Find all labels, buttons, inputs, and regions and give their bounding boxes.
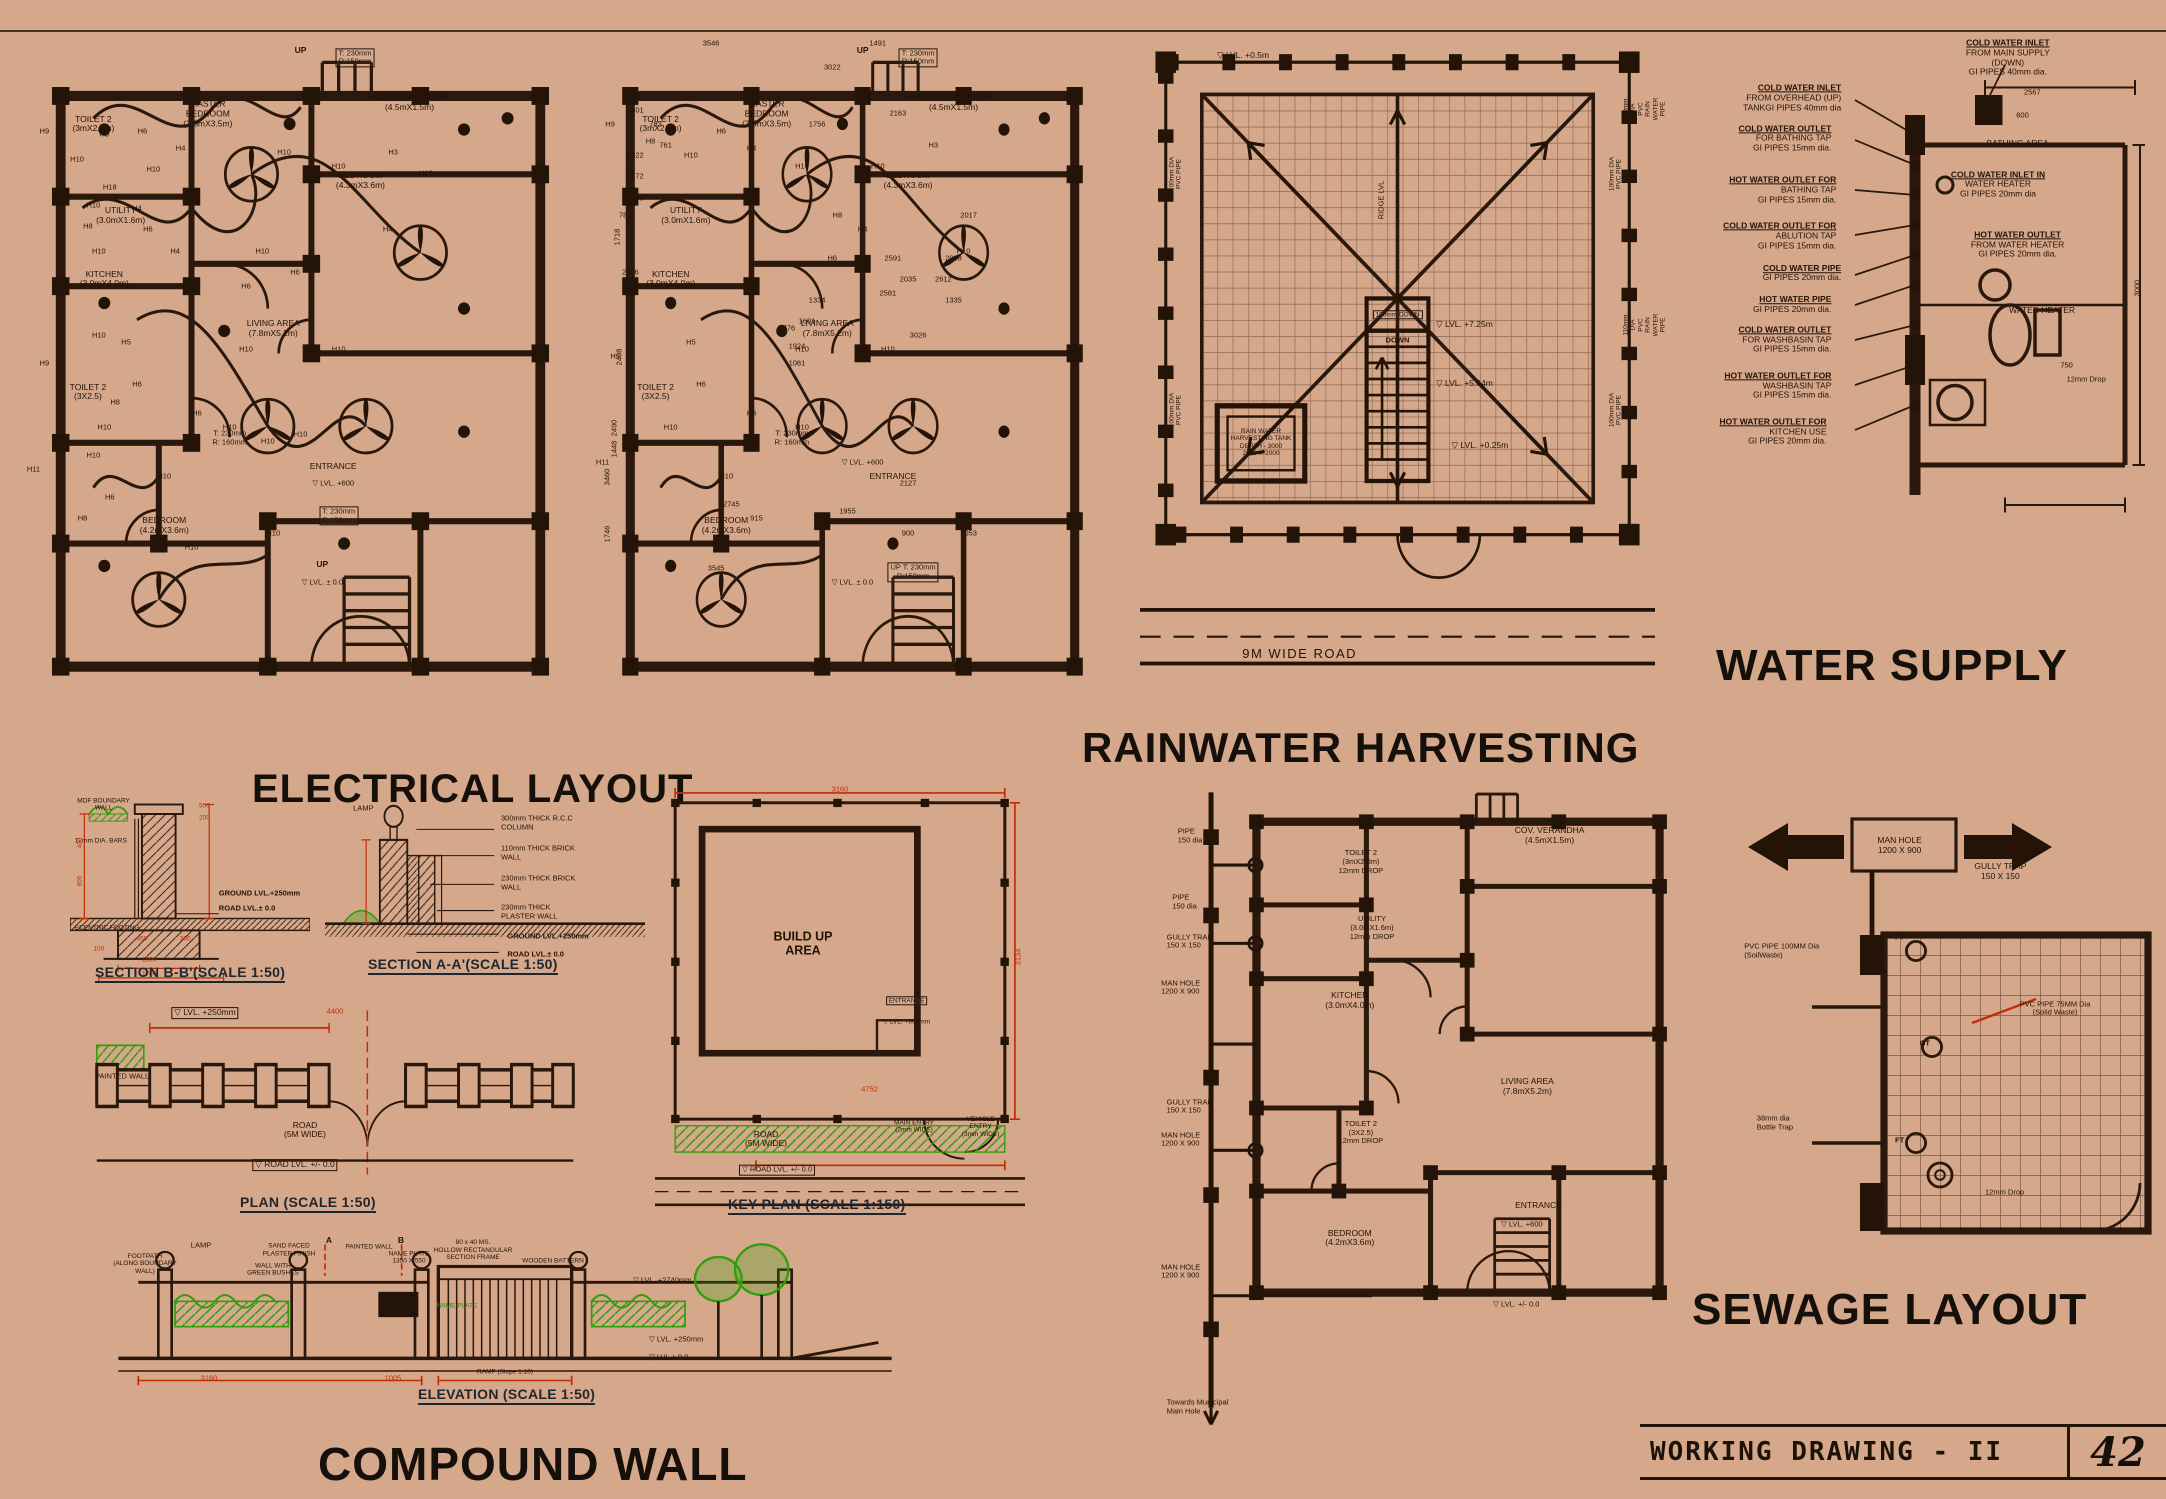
electrical-plan-1-drawing (28, 40, 573, 745)
electrical-plan-2-drawing (600, 40, 1105, 745)
section-aa-drawing (325, 804, 645, 953)
sewage-plan-drawing (1203, 770, 1705, 1426)
water-supply-title: WATER SUPPLY (1716, 641, 2068, 691)
compound-plan-heading: PLAN (SCALE 1:50) (240, 1194, 376, 1213)
electrical-plan-2: MASTER BEDROOM (3.5mX3.5m)COV. VERANDHA … (596, 39, 1105, 745)
rainwater-roof-plan-drawing (1140, 51, 1655, 666)
compound-wall-title: COMPOUND WALL (318, 1437, 748, 1490)
key-plan-heading: KEY PLAN (SCALE 1:150) (728, 1196, 906, 1215)
rainwater-harvesting-title: RAINWATER HARVESTING (1082, 724, 1640, 772)
compound-plan-drawing (95, 1010, 575, 1175)
key-plan-drawing (655, 787, 1025, 1207)
electrical-layout-title: ELECTRICAL LAYOUT (252, 766, 694, 811)
elevation-heading: ELEVATION (SCALE 1:50) (418, 1386, 596, 1405)
sheet-number: 42 (2090, 1428, 2146, 1476)
section-aa-heading: SECTION A-A'(SCALE 1:50) (368, 956, 558, 975)
section-bb-drawing (70, 803, 310, 982)
elevation-drawing (118, 1243, 892, 1386)
sewage-detail-drawing (1748, 817, 2152, 1235)
drawing-title: WORKING DRAWING - II (1650, 1437, 2004, 1467)
sewage-layout-title: SEWAGE LAYOUT (1692, 1285, 2088, 1335)
road-label: 9M WIDE ROAD (1242, 645, 1358, 661)
electrical-plan-1: MASTER BEDROOM (3.5mX3.5m)COV. VERANDHA … (27, 40, 573, 745)
title-block: WORKING DRAWING - II 42 (1640, 1424, 2166, 1480)
section-bb-heading: SECTION B-B'(SCALE 1:50) (95, 964, 286, 983)
title-block-divider (2067, 1427, 2070, 1477)
water-supply-drawing (1854, 64, 2145, 513)
sheet-border-line (0, 30, 2166, 32)
